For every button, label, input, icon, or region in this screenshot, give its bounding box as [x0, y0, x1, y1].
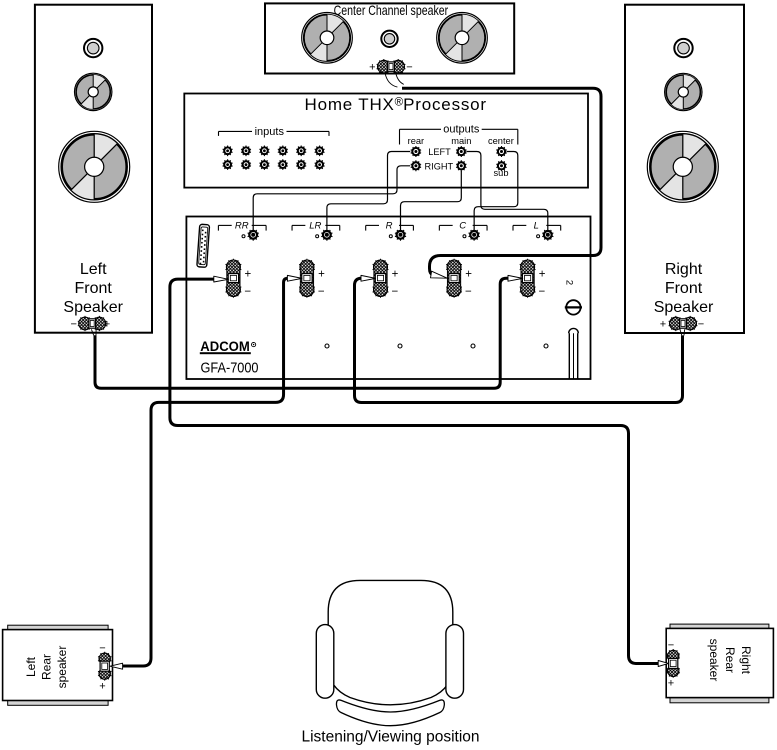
- svg-text:+: +: [392, 269, 399, 281]
- svg-text:Listening/Viewing position: Listening/Viewing position: [301, 729, 479, 746]
- svg-text:outputs: outputs: [443, 124, 480, 136]
- svg-text:speaker: speaker: [55, 646, 69, 689]
- svg-text:2: 2: [563, 280, 574, 285]
- svg-text:Right: Right: [739, 646, 753, 675]
- svg-text:RIGHT: RIGHT: [425, 161, 454, 171]
- svg-text:+: +: [465, 269, 472, 281]
- svg-text:−: −: [698, 318, 704, 330]
- svg-text:inputs: inputs: [255, 126, 285, 138]
- svg-text:LR: LR: [309, 221, 321, 232]
- svg-text:RR: RR: [235, 221, 249, 232]
- svg-text:+: +: [668, 678, 674, 690]
- svg-text:+: +: [369, 62, 375, 74]
- svg-text:GFA-7000: GFA-7000: [201, 359, 259, 376]
- svg-text:Speaker: Speaker: [654, 299, 714, 316]
- svg-text:+: +: [99, 680, 105, 692]
- svg-text:−: −: [244, 286, 251, 298]
- svg-text:center: center: [488, 136, 514, 146]
- svg-text:+: +: [660, 318, 666, 330]
- svg-text:−: −: [99, 642, 105, 654]
- svg-text:sub: sub: [494, 168, 509, 178]
- svg-text:Rear: Rear: [723, 647, 737, 673]
- svg-text:−: −: [318, 286, 325, 298]
- svg-text:Speaker: Speaker: [63, 299, 123, 316]
- svg-text:+: +: [318, 269, 325, 281]
- svg-text:rear: rear: [408, 136, 425, 146]
- svg-text:Front: Front: [75, 280, 113, 297]
- svg-text:−: −: [406, 62, 412, 74]
- svg-text:Center Channel speaker: Center Channel speaker: [334, 2, 449, 18]
- svg-text:ADCOM: ADCOM: [200, 339, 250, 354]
- svg-text:−: −: [668, 640, 674, 652]
- svg-text:Home THX®Processor: Home THX®Processor: [305, 95, 487, 114]
- svg-text:Right: Right: [665, 261, 703, 278]
- svg-text:−: −: [539, 286, 546, 298]
- svg-text:Left: Left: [80, 261, 107, 278]
- svg-text:C: C: [459, 221, 466, 232]
- svg-text:+: +: [104, 318, 110, 330]
- svg-text:LEFT: LEFT: [428, 147, 451, 157]
- svg-text:R: R: [386, 221, 393, 232]
- svg-text:−: −: [70, 318, 76, 330]
- svg-text:speaker: speaker: [707, 639, 721, 682]
- svg-text:+: +: [539, 269, 546, 281]
- svg-text:−: −: [465, 286, 472, 298]
- svg-text:main: main: [451, 136, 471, 146]
- svg-text:Left: Left: [24, 656, 38, 677]
- svg-text:+: +: [245, 269, 252, 281]
- svg-text:L: L: [534, 221, 539, 232]
- svg-text:−: −: [391, 286, 398, 298]
- svg-text:Rear: Rear: [39, 654, 53, 680]
- svg-text:Front: Front: [665, 280, 703, 297]
